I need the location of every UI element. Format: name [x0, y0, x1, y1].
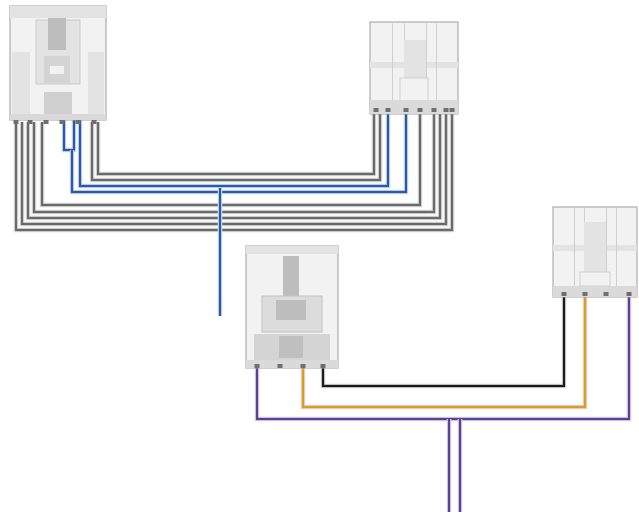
- terminal-pin: [385, 108, 391, 112]
- gray-wire-5: [39, 112, 423, 208]
- blue-wire-1: [77, 100, 391, 189]
- gray-wire-7: [95, 112, 377, 177]
- blue-wire-loop: [61, 120, 77, 153]
- black-wire: [320, 296, 567, 389]
- terminal-pin: [254, 364, 260, 368]
- terminal-pin: [300, 364, 306, 368]
- gray-wire-1: [13, 112, 455, 233]
- orange-wire: [300, 296, 588, 410]
- terminal-pin: [561, 292, 567, 296]
- terminal-pin: [603, 292, 609, 296]
- wires-layer: [13, 100, 632, 512]
- purple-wire-1: [254, 296, 632, 422]
- gray-wire-3: [25, 112, 443, 221]
- terminal-pin: [320, 364, 326, 368]
- terminal-pin: [626, 292, 632, 296]
- terminal-pin: [403, 108, 409, 112]
- terminal-pin: [75, 120, 81, 124]
- connector-a: [9, 5, 107, 124]
- connector-c: [245, 245, 339, 369]
- connectors-layer: [9, 5, 638, 369]
- terminal-pin: [43, 120, 49, 124]
- terminal-pin: [277, 364, 283, 368]
- terminal-pin: [431, 108, 437, 112]
- terminal-pin: [373, 108, 379, 112]
- terminal-pin: [27, 120, 33, 124]
- blue-wire-2: [69, 112, 409, 195]
- terminal-pin: [13, 120, 19, 124]
- terminal-pin: [582, 292, 588, 296]
- terminal-pin: [443, 108, 449, 112]
- connector-b: [369, 21, 459, 115]
- gray-wire-2: [19, 112, 449, 227]
- gray-wire-6: [89, 112, 383, 183]
- terminal-pin: [59, 120, 65, 124]
- terminal-pin: [417, 108, 423, 112]
- gray-wire-4: [31, 112, 437, 215]
- terminal-pin: [449, 108, 455, 112]
- terminal-pin: [91, 120, 97, 124]
- connector-d: [552, 206, 638, 298]
